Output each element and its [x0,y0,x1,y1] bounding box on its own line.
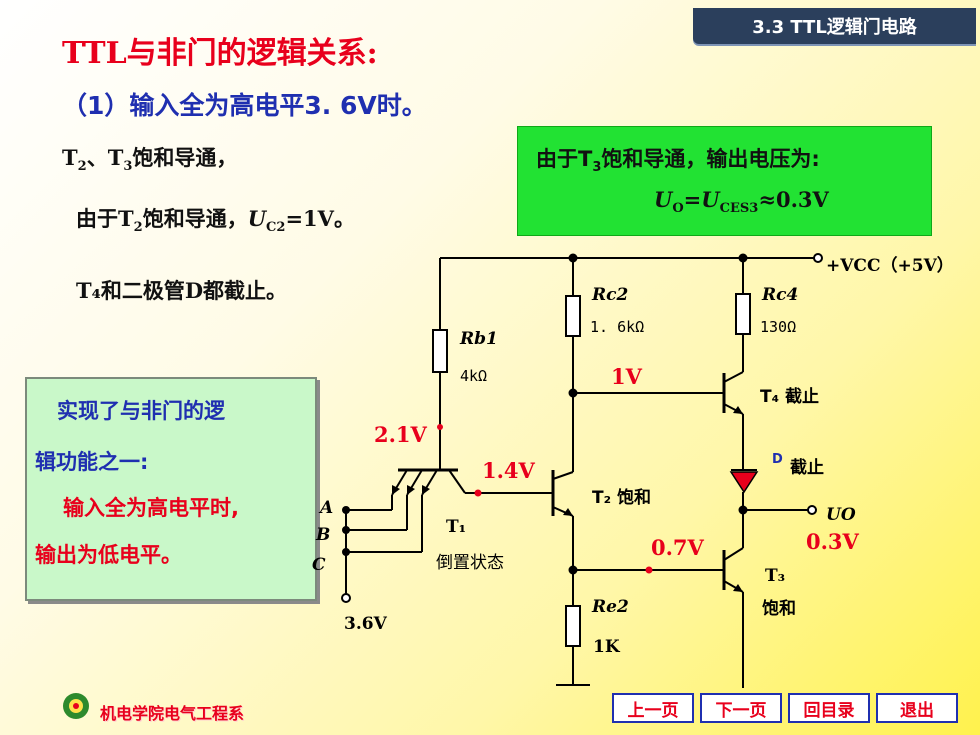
summary-box: 实现了与非门的逻 辑功能之一: 输入全为高电平时, 输出为低电平。 [25,377,317,601]
input-c-label: C [312,555,326,575]
summary-line: 辑功能之一: [35,450,149,474]
t4-diode-line: T₄和二极管D都截止。 [76,278,288,303]
rc2-label: Rc2 [591,285,628,305]
t2-t3-state-line: T2、T3饱和导通， [62,145,238,175]
t3-state-label: 饱和 [762,598,796,619]
section-tag: 3.3 TTL逻辑门电路 [693,8,976,44]
exit-button[interactable]: 退出 [876,693,958,723]
t4-label: T₄ 截止 [760,386,819,407]
voltage-0-7v-label: 0.7V [651,535,705,560]
vcc-label: +VCC（+5V） [826,255,954,276]
case-heading: （1）输入全为高电平3. 6V时。 [62,91,427,120]
summary-line: 实现了与非门的逻 [57,399,225,423]
d-label: D [772,452,783,467]
t2-label: T₂ 饱和 [592,487,651,508]
rb1-value: 4kΩ [460,367,487,385]
input-voltage-label: 3.6V [344,614,388,634]
re2-label: Re2 [591,597,629,617]
output-voltage-line1: 由于T3饱和导通，输出电压为: [536,147,820,176]
summary-line: 输出为低电平。 [35,543,182,567]
t3-label: T₃ [765,566,785,586]
output-voltage-formula: UO=UCES3≈0.3V [654,187,829,217]
page-title: TTL与非门的逻辑关系: [62,36,378,71]
table-of-contents-button[interactable]: 回目录 [788,693,870,723]
organization-name: 机电学院电气工程系 [100,704,245,723]
summary-line: 输入全为高电平时, [63,496,239,520]
logo-icon [63,693,89,719]
t1-state-label: 倒置状态 [436,553,504,573]
d-state-label: 截止 [790,457,824,478]
voltage-1v-label: 1V [611,364,643,389]
prev-page-button[interactable]: 上一页 [612,693,694,723]
uo-label: UO [826,505,856,525]
voltage-0-3v-label: 0.3V [806,529,860,554]
next-page-button[interactable]: 下一页 [700,693,782,723]
rb1-label: Rb1 [459,329,498,349]
uc2-line: 由于T2饱和导通，UC2=1V。 [76,206,355,236]
rc4-value: 130Ω [760,318,796,336]
output-voltage-box: 由于T3饱和导通，输出电压为: UO=UCES3≈0.3V [517,126,932,236]
rc2-value: 1. 6kΩ [590,318,644,336]
t1-label: T₁ [446,517,466,537]
rc4-label: Rc4 [761,285,798,305]
voltage-2-1v-label: 2.1V [374,422,428,447]
input-b-label: B [315,525,330,545]
voltage-1-4v-label: 1.4V [482,458,536,483]
input-a-label: A [318,498,333,518]
re2-value: 1K [593,637,621,657]
